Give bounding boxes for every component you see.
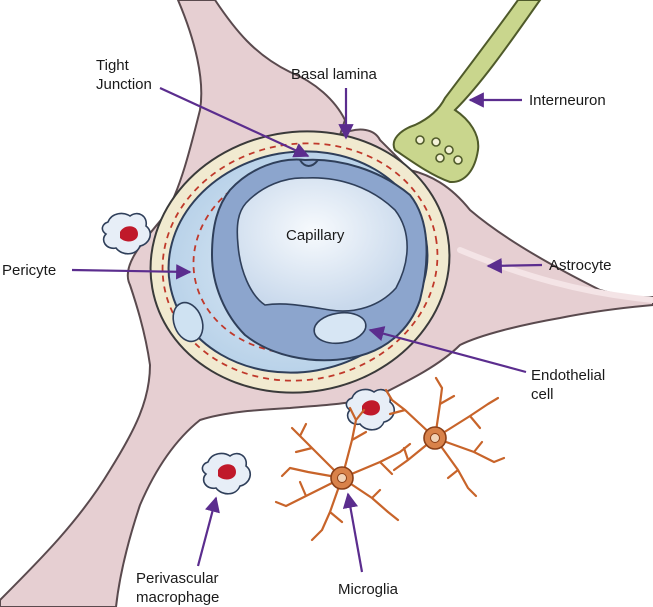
perivascular-macrophage	[345, 388, 396, 431]
vesicle	[453, 155, 463, 165]
tight-junction-label-line2: Junction	[96, 76, 152, 93]
interneuron-label: Interneuron	[529, 92, 606, 109]
tight-junction-label-line1: Tight	[96, 57, 130, 74]
interneuron-axon	[392, 0, 542, 184]
perivascular-label-line2: macrophage	[136, 589, 219, 606]
label-arrows	[71, 87, 543, 573]
capillary-lumen	[236, 176, 408, 312]
vesicle	[435, 153, 445, 163]
vesicle	[444, 145, 454, 155]
pericyte-nucleus	[172, 301, 204, 343]
basal-lamina-dashed-outer	[161, 142, 439, 382]
arrow-tight-junction	[159, 87, 310, 158]
vesicle	[431, 137, 441, 147]
basal-lamina-label: Basal lamina	[291, 66, 378, 83]
microglia-nucleus	[430, 433, 440, 443]
capillary-label: Capillary	[286, 227, 345, 244]
astrocyte-process-highlight	[457, 247, 653, 303]
astrocyte-label: Astrocyte	[549, 257, 612, 274]
endothelial-nucleus	[313, 311, 367, 345]
arrow-astrocyte	[486, 258, 543, 274]
pericyte-label: Pericyte	[2, 262, 56, 279]
perivascular-label-line1: Perivascular	[136, 570, 219, 587]
arrow-microglia	[342, 492, 364, 573]
arrow-macrophage	[196, 496, 220, 567]
microglia-nucleus	[337, 473, 347, 483]
synaptic-vesicles	[415, 135, 463, 165]
endothelial-label-line2: cell	[531, 386, 554, 403]
microglia-cell	[384, 376, 506, 498]
microglia-label: Microglia	[338, 581, 399, 598]
endothelial-label-line1: Endothelial	[531, 367, 605, 384]
tight-junction-mark	[299, 159, 319, 167]
vesicle	[415, 135, 425, 145]
perivascular-macrophage	[101, 212, 152, 255]
arrow-pericyte	[71, 264, 192, 280]
perivascular-macrophage	[201, 452, 252, 495]
arrow-endothelial	[368, 326, 527, 374]
